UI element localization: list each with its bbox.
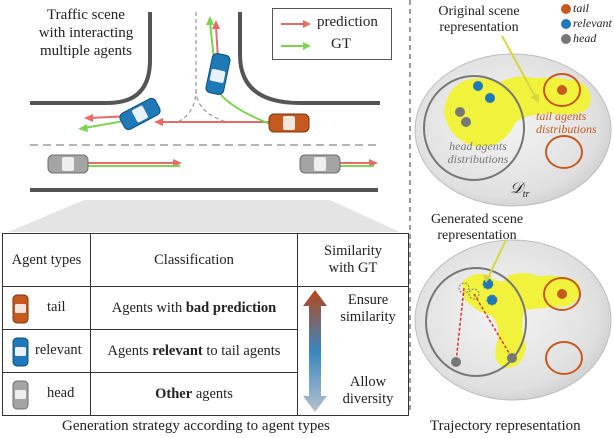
agent-type-label: head [47,385,75,401]
road-edge-right-curve [238,12,380,105]
head-car-icon [47,154,89,174]
traffic-scene [8,12,400,232]
projection-shade [8,200,400,232]
tail-dot [557,85,567,95]
scene-title: Traffic scene with interacting multiple … [38,7,134,59]
road-edge-left-curve [30,12,152,105]
allow-diversity-label: Allow diversity [342,374,394,407]
classification-cell: Other agents [90,372,298,416]
tail-car-icon [12,294,29,324]
tail-distribution-circle [545,341,583,375]
header-classification: Classification [90,233,298,287]
tail-distribution-circle [543,277,581,311]
legend-relevant-label: relevant [573,16,612,30]
relevant-dot [483,279,493,289]
agent-type-cell: head [2,372,91,416]
head-car-icon [12,380,29,410]
prediction-arrowhead [154,118,163,126]
legend-gt-label: GT [331,36,351,52]
prediction-arrowhead [84,114,93,122]
agent-type-label: relevant [35,342,82,358]
tail-distribution-circle [543,73,581,107]
header-similarity: Similarity with GT [297,233,409,287]
relevant-dot [485,93,495,103]
gt-arrowhead [206,16,214,25]
head-distribution-circle [425,267,527,377]
tail-distribution-circle [545,135,583,169]
head-distribution-label: head agents distributions [447,139,509,166]
scene-legend: prediction GT [272,8,392,60]
displacement-line [473,293,513,359]
center-line-curve-right [195,89,227,123]
relevant-dot [473,81,483,91]
panel-divider [409,0,411,412]
table-row: head Other agents [2,372,409,416]
dtr-label: 𝒟tr [510,180,530,201]
generated-scene-diagram [414,239,612,401]
prediction-arrowhead [212,20,220,29]
relevant-car-icon [119,97,161,131]
table-row: tail Agents with bad prediction [2,286,409,416]
relevant-car-icon [12,337,29,367]
relevant-dot [487,295,497,305]
legend-prediction-label: prediction [317,14,378,30]
ensure-similarity-label: Ensure similarity [340,292,396,325]
gt-arrowhead [78,124,88,132]
legend-tail-dot [561,4,571,14]
legend-arrows [281,20,311,50]
legend-head-label: head [573,31,597,45]
classification-cell: Agents with bad prediction [90,286,298,330]
tail-car-icon [268,113,310,133]
agent-type-cell: tail [2,286,91,330]
generated-scene-title: Generated scene representation [430,212,524,243]
relevant-car-icon [205,52,231,96]
left-caption: Generation strategy according to agent t… [62,418,330,434]
right-caption: Trajectory representation [430,418,581,434]
agent-types-table: Agent types Classification Similarity wi… [2,233,409,416]
head-dot [455,107,465,117]
table-header-row: Agent types Classification Similarity wi… [2,233,409,287]
pointer-line [487,239,507,279]
tail-distribution-label: tail agents distributions [536,109,597,136]
table-row: relevant Agents relevant to tail agents [2,329,409,373]
head-dot-original [468,288,480,300]
head-dot-original [458,282,470,294]
head-distribution-circle [423,75,525,181]
center-line-curve [177,12,197,123]
pointer-arrowhead [530,94,539,103]
displacement-line [455,287,465,363]
original-scene-diagram [414,4,612,207]
original-scene-title: Original scene representation [438,4,520,35]
head-dot [451,357,461,367]
classification-cell: Agents relevant to tail agents [90,329,298,373]
header-agent-types: Agent types [2,233,91,287]
head-car-icon [299,154,341,174]
gt-arrow [209,21,215,61]
agent-type-cell: relevant [2,329,91,373]
similarity-cell: Ensure similarity Allow diversity [297,286,409,416]
pointer-arrowhead [483,274,491,283]
yellow-distribution [444,76,591,147]
head-dot [507,353,517,363]
head-dot [461,117,471,127]
agent-type-label: tail [47,299,66,315]
legend-head-dot [561,34,571,44]
pointer-line [501,35,537,99]
similarity-gradient-arrow [303,290,327,412]
tail-dot [557,289,567,299]
legend-relevant-dot [561,19,571,29]
legend-tail-label: tail [573,1,590,15]
